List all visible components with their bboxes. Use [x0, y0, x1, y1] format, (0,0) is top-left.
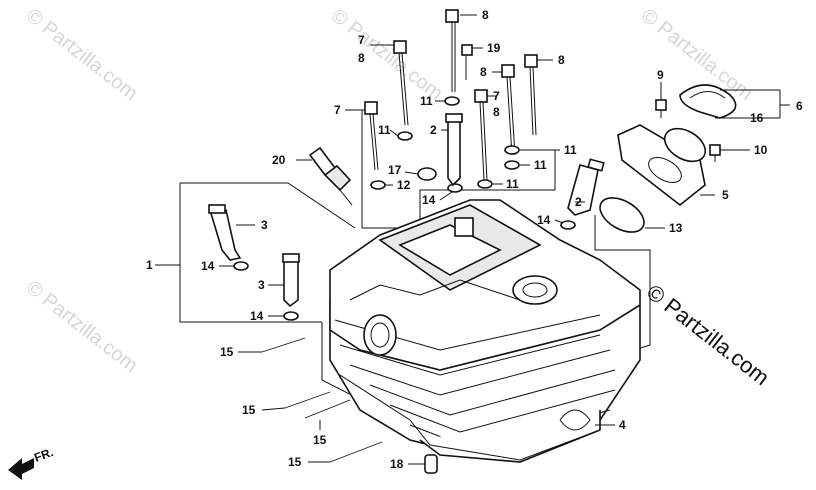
- callout-15: 15: [313, 433, 327, 447]
- callout-8: 8: [358, 51, 365, 65]
- watermark-main: © Partzilla.com: [642, 279, 774, 390]
- callout-4: 4: [619, 418, 626, 432]
- cylinder-head: [329, 199, 641, 463]
- studs: [261, 337, 383, 463]
- callout-14: 14: [422, 193, 436, 207]
- arrow-left-icon: [8, 458, 34, 480]
- callout-8: 8: [493, 105, 500, 119]
- callout-8: 8: [480, 65, 487, 79]
- intake-manifold: [617, 84, 745, 207]
- bolts: [364, 9, 538, 181]
- callout-8: 8: [558, 53, 565, 67]
- callout-11: 11: [506, 177, 519, 191]
- bolt-8-head-1: [445, 9, 459, 23]
- callout-7: 7: [334, 103, 341, 117]
- callout-3: 3: [258, 278, 265, 292]
- callout-14: 14: [201, 259, 215, 273]
- callout-7: 7: [358, 33, 365, 47]
- callout-2: 2: [575, 195, 582, 209]
- callout-14: 14: [250, 309, 264, 323]
- callout-20: 20: [272, 153, 286, 167]
- callout-labels: 1 2 2 3 3 4 5 6 7 7 7 8 8 8 8 8 8 9 10 1…: [146, 8, 803, 471]
- callout-15: 15: [220, 345, 234, 359]
- spark-plug: [308, 146, 353, 206]
- front-label: FR.: [32, 445, 55, 465]
- callout-11: 11: [534, 158, 547, 172]
- callout-3: 3: [261, 218, 268, 232]
- front-direction-indicator: FR.: [8, 445, 55, 480]
- watermark-top-left: © Partzilla.com: [22, 5, 142, 105]
- head-gasket: [339, 374, 601, 461]
- callout-12: 12: [397, 178, 411, 192]
- o-ring: [599, 197, 645, 233]
- callout-14: 14: [537, 213, 551, 227]
- watermark-top-center: © Partzilla.com: [327, 5, 447, 105]
- bracket-lines: [155, 110, 651, 431]
- callout-5: 5: [722, 188, 729, 202]
- callout-10: 10: [754, 143, 768, 157]
- callout-19: 19: [487, 41, 501, 55]
- washers: [233, 96, 576, 321]
- callout-18: 18: [390, 457, 404, 471]
- callout-1: 1: [146, 258, 153, 272]
- callout-8: 8: [482, 8, 489, 22]
- callout-11: 11: [378, 123, 391, 137]
- callout-2: 2: [430, 123, 437, 137]
- callout-17: 17: [388, 163, 402, 177]
- dowel-pin: [424, 454, 438, 474]
- callout-9: 9: [657, 68, 664, 82]
- callout-15: 15: [288, 455, 302, 469]
- callout-7: 7: [493, 89, 500, 103]
- callout-15: 15: [242, 403, 256, 417]
- callout-11: 11: [564, 143, 577, 157]
- callout-16: 16: [750, 111, 764, 125]
- leader-lines: [219, 14, 790, 465]
- callout-13: 13: [669, 221, 683, 235]
- callout-6: 6: [796, 99, 803, 113]
- watermark-bottom-left: © Partzilla.com: [22, 277, 142, 377]
- callout-11: 11: [420, 94, 433, 108]
